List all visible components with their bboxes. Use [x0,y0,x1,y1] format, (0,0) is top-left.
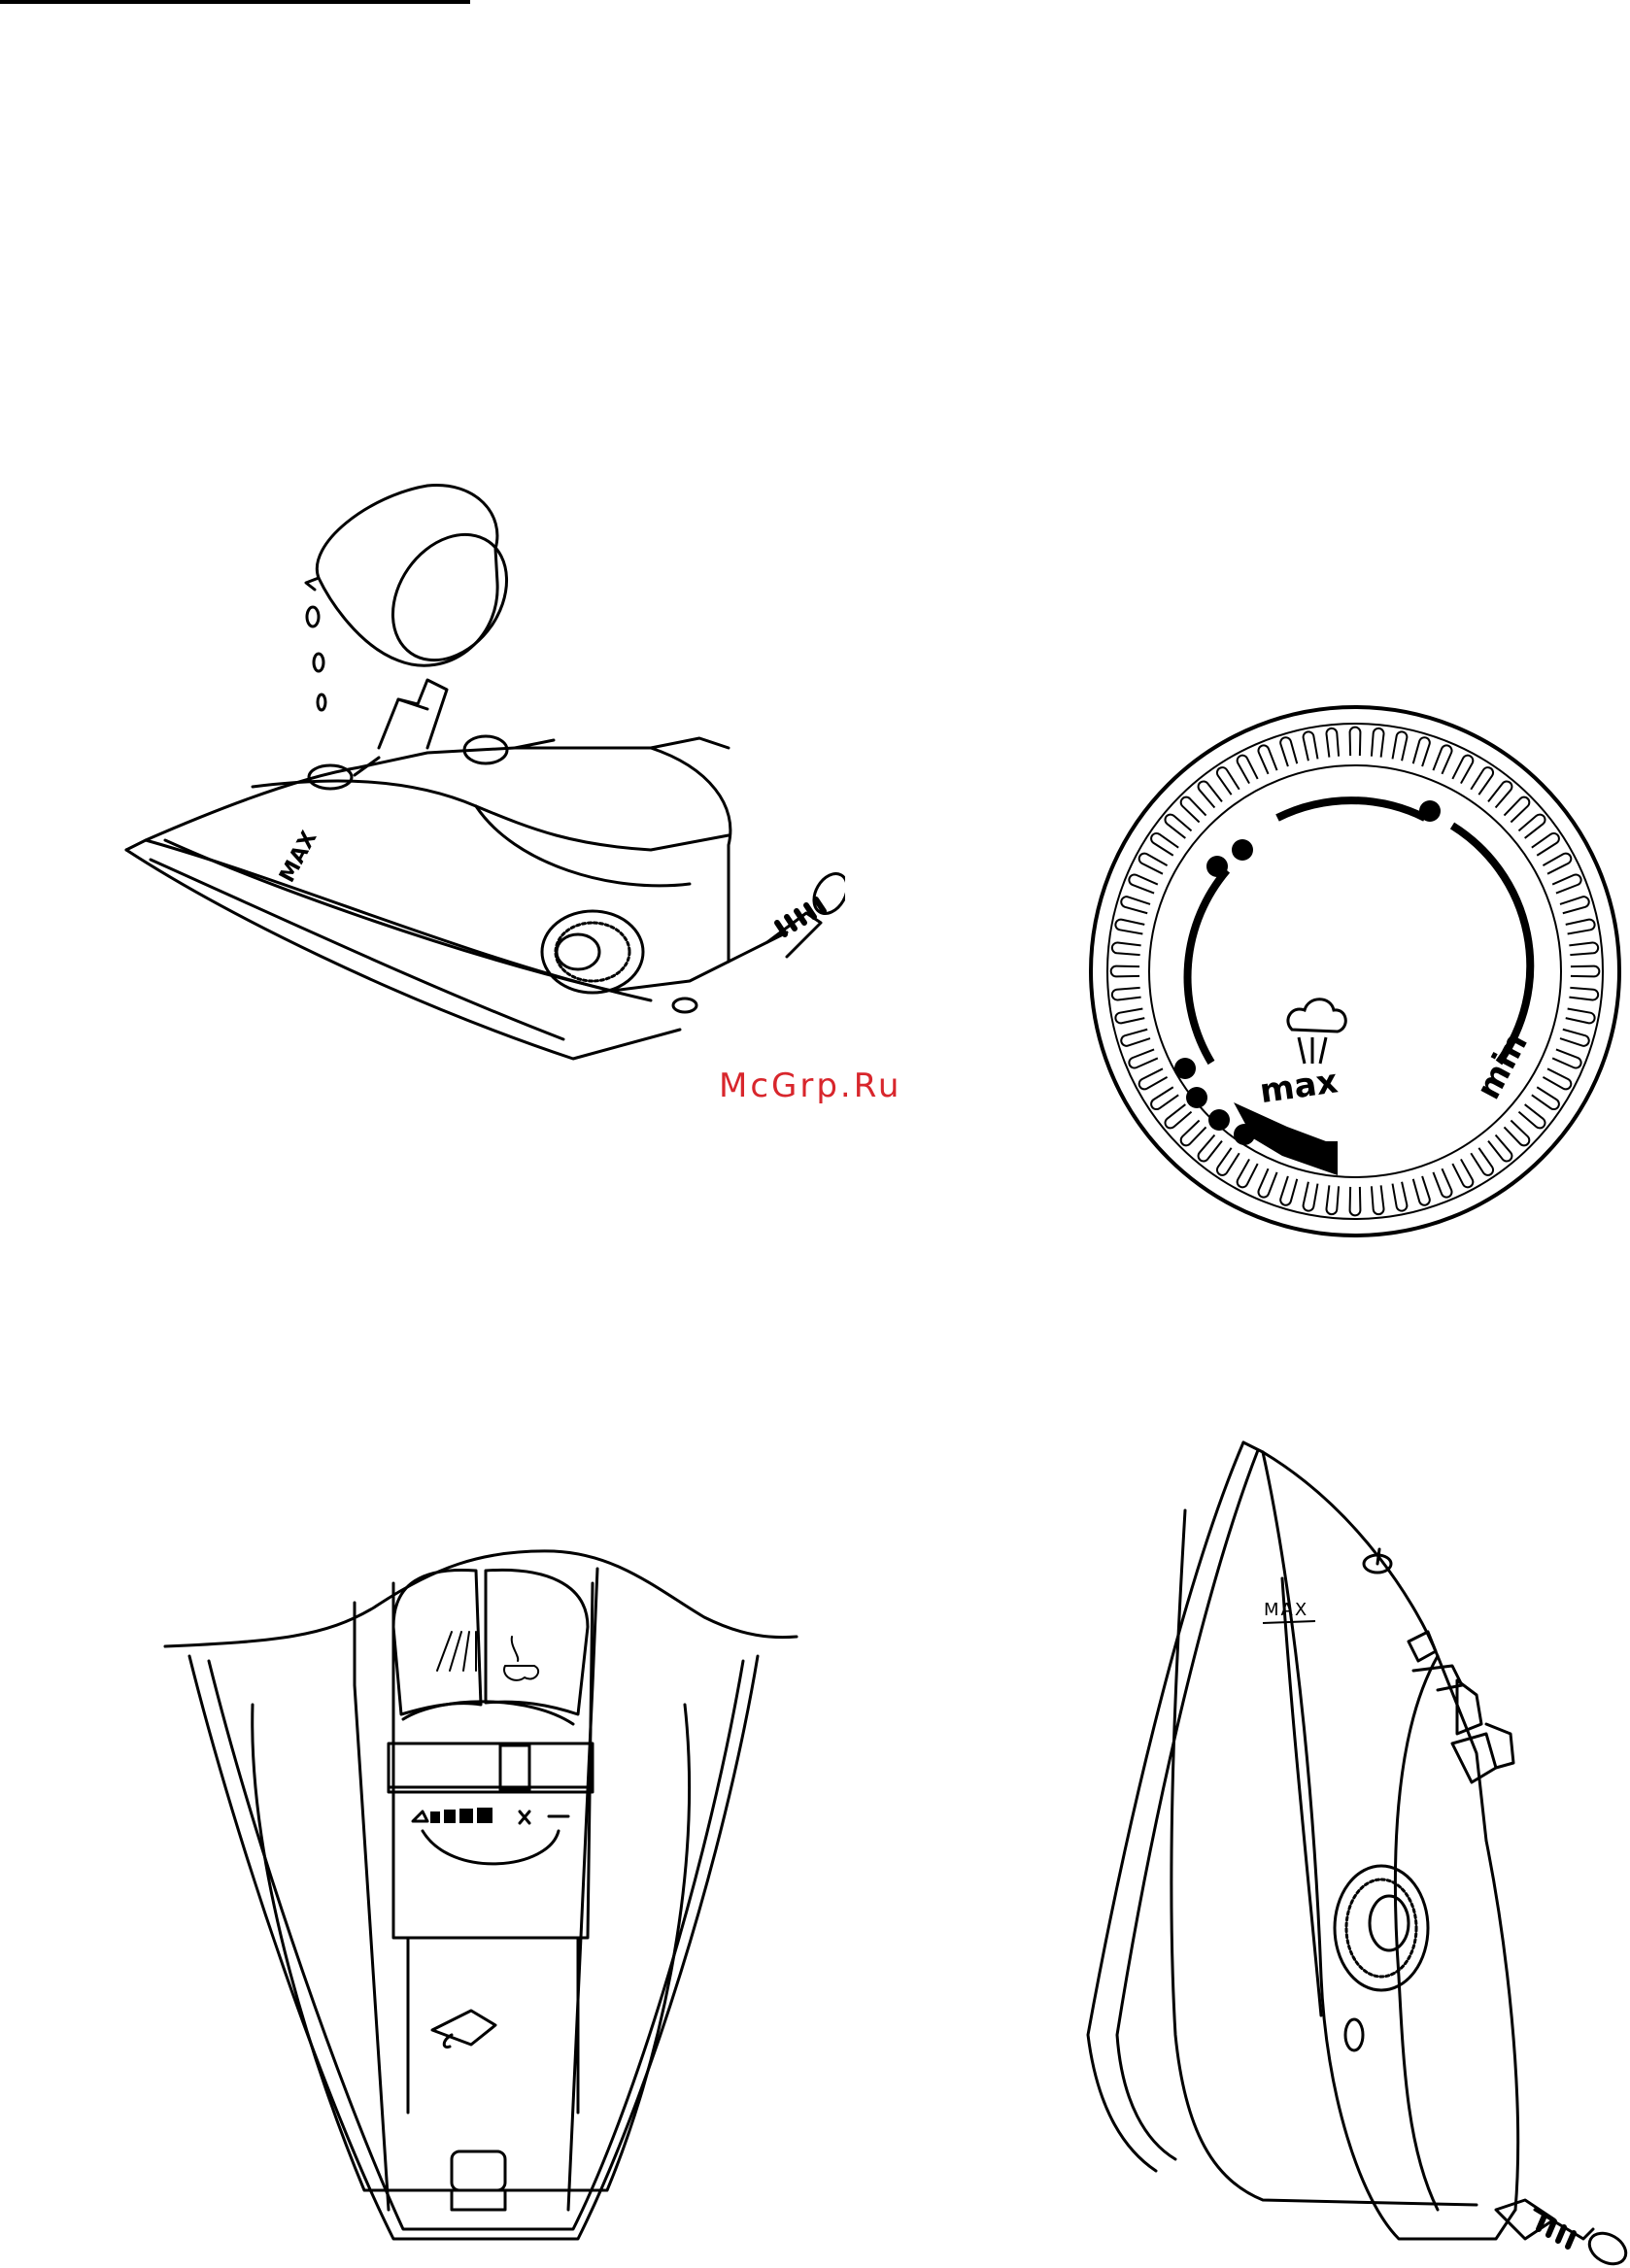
dial-ridge [1488,781,1511,807]
dial-ridge [1433,745,1451,773]
dial-ridge [1566,1009,1595,1024]
top-rule [0,0,470,4]
dial-ridge [1543,854,1571,874]
dial-ridge [1566,920,1595,934]
measuring-cup-icon [306,486,530,683]
steam-burst-small-icon [504,1637,538,1680]
dial-ridge [1181,1120,1206,1145]
dial-ridge [1304,1182,1318,1211]
dial-ridge [1350,728,1361,756]
dial-ridge [1433,1168,1451,1197]
dial-ridge [1569,942,1598,955]
iron-side-view-illustration: MAX [1069,1433,1630,2268]
dial-ridge [1217,767,1239,795]
dial-ridge [1452,756,1473,784]
dial-ridge [1532,833,1559,856]
dial-ridge [1471,1148,1493,1175]
dial-ridge [1452,1159,1473,1187]
dial-ridge [1326,1185,1339,1214]
dial-ridge [1151,833,1178,856]
dial-ridge [1393,1182,1408,1211]
dial-ridge [1552,1049,1580,1067]
dial-ridge [1115,1009,1144,1024]
dial-ridge [1304,731,1318,761]
dial-ridge [1560,897,1589,913]
iron-filling-illustration: MAX [107,457,845,1234]
dial-ridge [1518,815,1545,838]
dial-ridge [1111,966,1139,977]
dial-ridge [1151,1087,1178,1109]
iron-max-label: MAX [275,828,322,887]
dial-ridge [1532,1087,1559,1109]
dial-ridge [1165,815,1191,838]
dial-ridge [1518,1104,1545,1128]
dial-ridge [1413,737,1430,766]
dial-ridge [1504,797,1529,823]
watermark: McGrp.Ru [719,1066,901,1105]
dial-ridge [1552,874,1580,893]
side-max-label: MAX [1264,1600,1308,1620]
steam-scale-arc [1188,870,1227,1063]
iron-top-view-illustration [160,1530,801,2268]
dial-ridge [1280,1176,1297,1205]
dial-ridge [1326,728,1339,758]
dial-ridge [1139,1068,1168,1089]
spray-icon [437,1632,476,1671]
dial-ridge [1165,1104,1191,1128]
dial-ridge [1372,728,1384,758]
dial-ridge [1238,756,1258,784]
dial-ridge [1372,1185,1384,1214]
steam-dial-illustration: max min [1083,699,1627,1243]
steam-level-bars [430,1808,492,1823]
dial-max-label: max [1257,1062,1340,1111]
dial-ridge [1139,854,1168,874]
dial-ridge [1569,988,1598,1000]
dial-ridge [1560,1030,1589,1046]
dial-ridge [1181,797,1206,823]
dial-ridge [1112,988,1141,1000]
dial-ridge [1121,1030,1150,1046]
dial-ridge [1350,1187,1361,1215]
dial-ridge [1571,966,1599,977]
dial-ridge [1217,1148,1239,1175]
dial-ridge [1543,1068,1571,1089]
dial-ridge [1488,1134,1511,1161]
dial-min-label: min [1469,1027,1536,1106]
dial-ridge [1129,874,1157,893]
dial-ridge [1471,767,1493,795]
dial-ridge [1280,737,1297,766]
dial-ridge [1504,1120,1529,1145]
dial-ridge [1199,781,1222,807]
dial-ridge [1258,745,1276,773]
dial-ridge [1258,1168,1276,1197]
dial-ridge [1393,731,1408,761]
dial-ridge [1199,1134,1222,1161]
dial-ridge [1112,942,1141,955]
steam-burst-icon [1288,999,1345,1064]
dial-ridge [1238,1159,1258,1187]
dial-ridge [1413,1176,1430,1205]
dial-ridge [1129,1049,1157,1067]
dial-ridge [1121,897,1150,913]
dial-ridge [1115,920,1144,934]
